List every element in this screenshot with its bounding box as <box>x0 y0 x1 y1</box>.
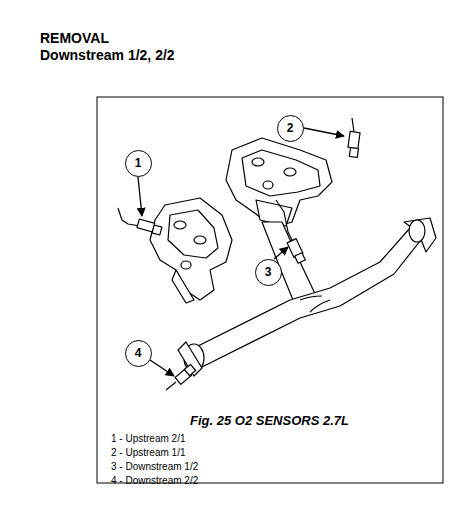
callout-number: 3 <box>265 265 272 279</box>
legend-line: 4 - Downstream 2/2 <box>111 475 198 486</box>
leader-arrow <box>138 177 142 216</box>
oxygen-sensor <box>348 118 360 158</box>
section-title: REMOVAL <box>40 30 109 46</box>
leader-arrow <box>304 128 344 136</box>
callout-number: 2 <box>287 121 294 135</box>
callout-circle: 4 <box>125 340 152 367</box>
figure-frame <box>97 97 443 483</box>
callout-number: 4 <box>135 346 142 360</box>
callout-circle: 1 <box>125 150 152 177</box>
right-exhaust-manifold <box>226 138 332 228</box>
callout-circle: 3 <box>255 259 282 286</box>
section-subtitle: Downstream 1/2, 2/2 <box>40 47 175 63</box>
figure-caption: Fig. 25 O2 SENSORS 2.7L <box>190 413 349 428</box>
left-exhaust-manifold <box>150 198 232 303</box>
callout-number: 1 <box>135 156 142 170</box>
legend-line: 1 - Upstream 2/1 <box>111 433 185 444</box>
crossover-y-pipe <box>178 218 436 376</box>
leader-arrow <box>274 247 288 259</box>
callout-circle: 2 <box>277 115 304 142</box>
legend-line: 3 - Downstream 1/2 <box>111 461 198 472</box>
oxygen-sensor <box>166 364 196 390</box>
legend-line: 2 - Upstream 1/1 <box>111 447 185 458</box>
oxygen-sensor <box>118 208 162 235</box>
leader-arrow <box>150 360 174 376</box>
